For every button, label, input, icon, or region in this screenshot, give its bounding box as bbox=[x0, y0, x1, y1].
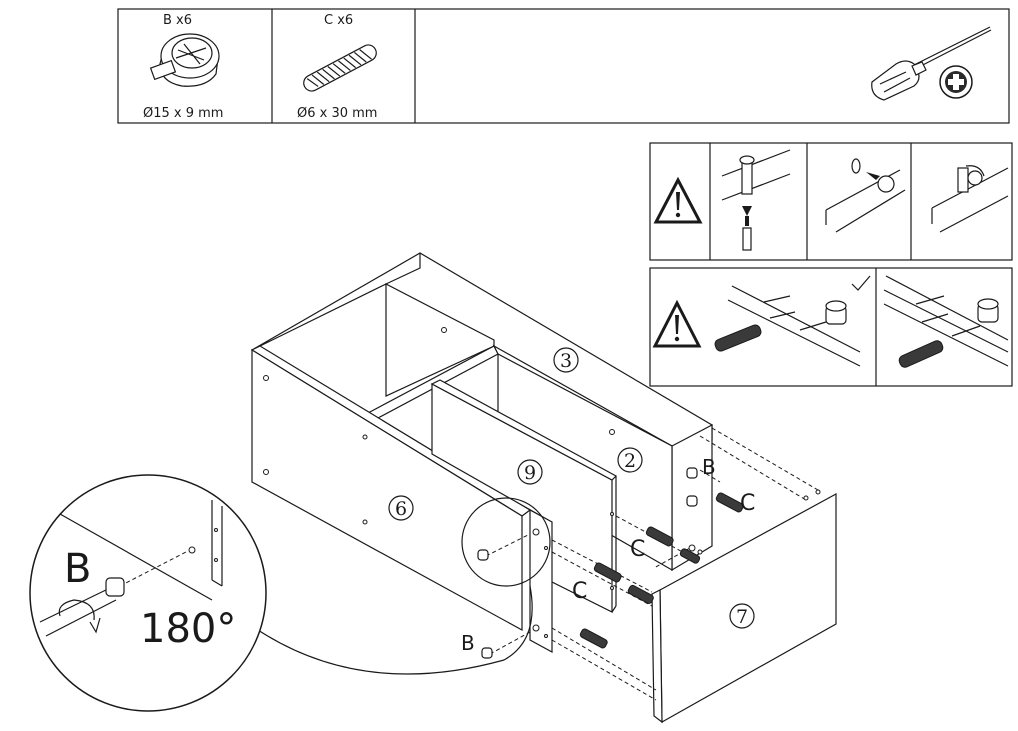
panel-6-number: 6 bbox=[395, 498, 407, 520]
cam-lock-step bbox=[931, 165, 1009, 233]
cam-insert-step bbox=[721, 149, 791, 251]
panel-7: 7 bbox=[651, 492, 837, 724]
detail-rotation-text: 180° bbox=[140, 606, 236, 652]
hardware-table: B x6 Ø15 x 9 mm C x6 Ø6 x 30 mm bbox=[117, 8, 1010, 124]
cam-lock-callout: B bbox=[702, 455, 716, 479]
warning-panel-cam-lock bbox=[649, 142, 1013, 261]
panel-7-number: 7 bbox=[736, 606, 748, 628]
dowel-icon bbox=[303, 44, 377, 92]
screwdriver-icon bbox=[871, 26, 992, 101]
assembly-drawing: 3 2 6 bbox=[250, 252, 837, 724]
panel-3-number: 3 bbox=[560, 350, 572, 372]
cam-lock-quantity: B x6 bbox=[163, 13, 192, 28]
zoom-source-circle bbox=[461, 497, 551, 587]
panel-2-number: 2 bbox=[624, 450, 636, 472]
panel-6-edge bbox=[529, 508, 553, 654]
panel-9: 9 bbox=[430, 379, 617, 613]
dowel-callout: C bbox=[740, 491, 755, 516]
dowel-parts bbox=[579, 492, 744, 649]
detail-zoom-circle: B 180° bbox=[29, 474, 267, 712]
hardware-table-frame bbox=[117, 8, 1010, 124]
dowel-callout: C bbox=[572, 579, 587, 604]
zoom-connector bbox=[251, 585, 533, 675]
dowel-quantity: C x6 bbox=[324, 13, 353, 28]
cam-lock-size: Ø15 x 9 mm bbox=[143, 106, 223, 121]
dowel-callout: C bbox=[630, 537, 645, 562]
cam-align-step bbox=[825, 158, 906, 233]
detail-cam-lock-letter: B bbox=[64, 546, 91, 592]
cam-lock-parts bbox=[477, 467, 821, 659]
warning-panel-dowel bbox=[649, 267, 1013, 387]
warning-icon bbox=[653, 176, 703, 224]
cam-lock-callout: B bbox=[461, 631, 475, 655]
panel-3-circle bbox=[553, 347, 579, 373]
checkmark-icon bbox=[851, 275, 871, 291]
correct-dowel-step bbox=[714, 285, 861, 367]
panel-9-number: 9 bbox=[524, 462, 536, 484]
dowel-size: Ø6 x 30 mm bbox=[297, 106, 377, 121]
incorrect-dowel-step bbox=[883, 275, 1009, 368]
phillips-screwdriver-icon bbox=[939, 65, 973, 99]
warning-icon bbox=[652, 299, 702, 348]
cam-lock-icon bbox=[149, 33, 220, 87]
